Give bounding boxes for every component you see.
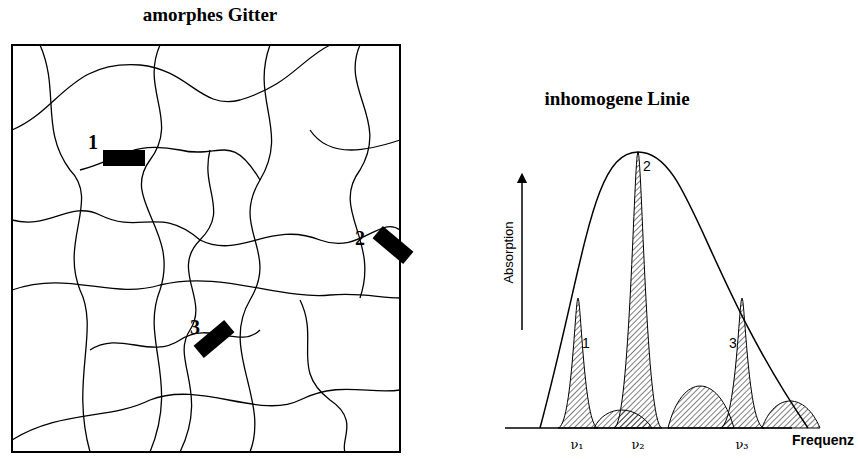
panel-title: inhomogene Linie bbox=[544, 89, 689, 108]
callout-number: 2 bbox=[355, 228, 365, 248]
callout-number: 1 bbox=[88, 132, 98, 152]
frequency-label: ν₃ bbox=[735, 438, 748, 451]
lattice-panel bbox=[12, 45, 413, 452]
panel-title: amorphes Gitter bbox=[143, 5, 278, 24]
peak-number: 2 bbox=[643, 159, 651, 173]
axis-label: Frequenz bbox=[792, 433, 854, 447]
molecule bbox=[103, 150, 145, 166]
callout-number: 3 bbox=[190, 317, 200, 337]
molecule bbox=[373, 226, 414, 264]
line-plot bbox=[505, 152, 820, 428]
axis-label: Absorption bbox=[502, 221, 515, 283]
peak-number: 1 bbox=[582, 336, 590, 350]
frequency-label: ν₁ bbox=[570, 438, 583, 451]
frequency-label: ν₂ bbox=[631, 438, 644, 451]
peak-number: 3 bbox=[729, 336, 737, 350]
